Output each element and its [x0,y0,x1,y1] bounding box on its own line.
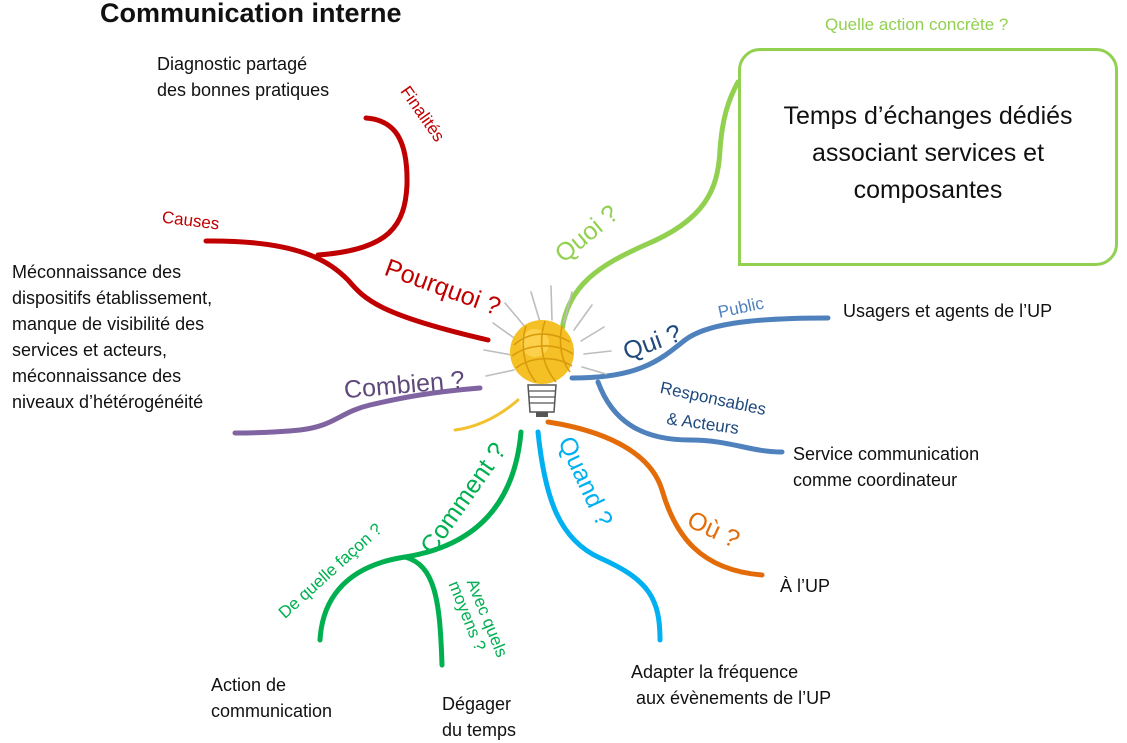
branch-label-qui: Qui ? [619,319,685,366]
branch-label-combien: Combien ? [343,366,466,404]
branch-ou-line [545,419,765,578]
note-usagers: Usagers et agents de l’UP [843,301,1053,321]
sub-label-responsables-2: & Acteurs [665,409,740,438]
branch-quoi-line [559,79,741,333]
branch-label-pourquoi: Pourquoi ? [381,254,504,322]
note-meconnaissance: Méconnaissance des dispositifs établisse… [12,262,213,412]
branch-yellow-line [453,398,520,432]
note-action-communication: Action de communication [211,675,333,721]
branch-label-quoi: Quoi ? [550,199,624,268]
note-service-communication: Service communication comme coordinateur [793,444,980,490]
branch-moyens-line [402,554,445,668]
concrete-action-text: Temps d’échanges dédiés associant servic… [783,102,1073,204]
note-adapter-frequence: Adapter la fréquence aux évènements de l… [631,662,832,708]
branch-combien-line [232,385,483,436]
diagram-title: Communication interne [100,0,402,28]
branch-comment-line [317,429,524,643]
sub-label-finalites: Finalités [397,82,449,145]
sub-label-quelle-action: Quelle action concrète ? [825,15,1008,34]
sub-label-causes: Causes [161,208,221,234]
branch-label-quand: Quand ? [552,432,618,531]
branch-pourquoi-line [203,238,491,343]
concrete-action-box [738,48,1118,266]
note-degager-temps: Dégager du temps [442,694,517,740]
branch-qui-line [569,315,831,381]
note-diagnostic: Diagnostic partagé des bonnes pratiques [157,54,330,100]
yarn-ball-lightbulb-icon [483,285,612,417]
branch-label-comment: Comment ? [415,437,512,559]
note-a-lup: À l’UP [780,576,831,596]
branch-responsables-line [595,379,785,455]
branch-finalites-line [315,115,410,258]
sub-label-public: Public [716,293,766,321]
branch-quand-line [535,429,663,643]
